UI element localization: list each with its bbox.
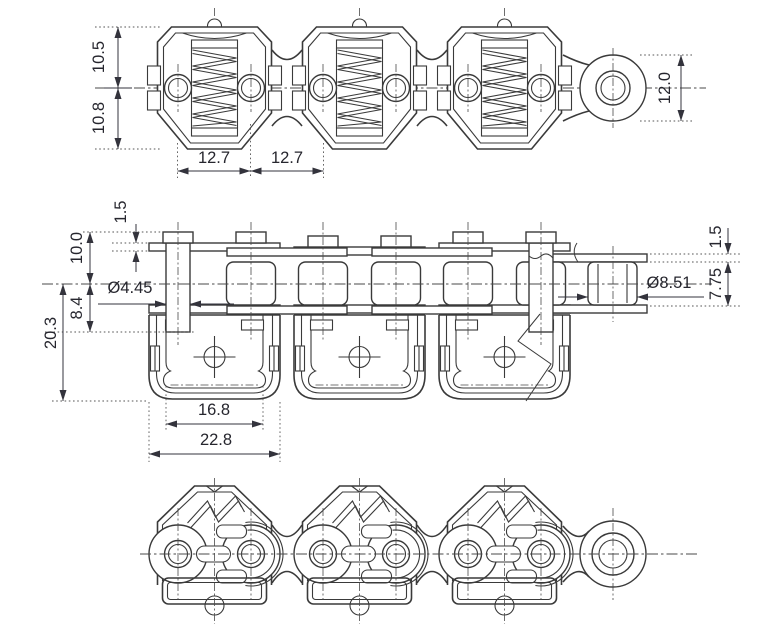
dim-attachment-outer-width: 22.8 xyxy=(148,402,281,462)
svg-text:16.8: 16.8 xyxy=(198,401,230,419)
svg-text:Ø8.51: Ø8.51 xyxy=(647,274,692,292)
attachment-plate xyxy=(438,242,571,252)
dim-pitch-left: 12.7 xyxy=(198,149,230,167)
dim-upper-half-height: 10.5 xyxy=(90,41,108,73)
svg-text:Ø4.45: Ø4.45 xyxy=(108,279,153,297)
dim-top-left: 10.5 10.8 xyxy=(90,26,162,150)
dim-end-link-height: 12.0 xyxy=(656,72,674,104)
svg-text:8.4: 8.4 xyxy=(68,297,86,320)
dim-plate-thickness-left: 1.5 xyxy=(112,201,150,272)
break-line xyxy=(573,242,579,263)
top-view-end-link xyxy=(579,48,647,128)
dim-center-to-bottom: 20.3 xyxy=(42,284,147,402)
attachment-plate xyxy=(148,242,281,252)
end-link-plate xyxy=(549,253,648,263)
dim-plate-thickness-right: 1.5 xyxy=(650,226,742,263)
svg-text:1.5: 1.5 xyxy=(112,201,130,224)
dim-roller-inner-width: 7.75 xyxy=(650,262,742,307)
dim-top-pitch: 12.7 12.7 xyxy=(177,124,324,178)
dim-top-to-center: 10.0 xyxy=(68,231,163,284)
side-view: 1.5 10.0 8.4 20.3 Ø4.45 1.5 7.75 Ø8.51 xyxy=(42,201,742,462)
dim-pitch-right: 12.7 xyxy=(271,149,303,167)
bottom-view xyxy=(140,477,700,625)
dim-bush-diameter: Ø8.51 xyxy=(558,274,704,301)
dim-lower-half-height: 10.8 xyxy=(90,102,108,134)
svg-text:1.5: 1.5 xyxy=(707,226,725,249)
top-view: 10.5 10.8 12.7 12.7 12.0 xyxy=(90,7,706,178)
dim-top-right: 12.0 xyxy=(640,54,692,122)
svg-text:22.8: 22.8 xyxy=(200,431,232,449)
svg-text:10.0: 10.0 xyxy=(68,232,86,264)
end-bush xyxy=(587,261,638,306)
dim-attachment-inner-width: 16.8 xyxy=(165,386,264,432)
svg-text:20.3: 20.3 xyxy=(42,317,60,349)
dim-pin-diameter: Ø4.45 xyxy=(98,279,234,308)
svg-text:7.75: 7.75 xyxy=(707,268,725,300)
break-line xyxy=(517,313,552,402)
dim-center-to-pin-end: 8.4 xyxy=(45,284,196,333)
